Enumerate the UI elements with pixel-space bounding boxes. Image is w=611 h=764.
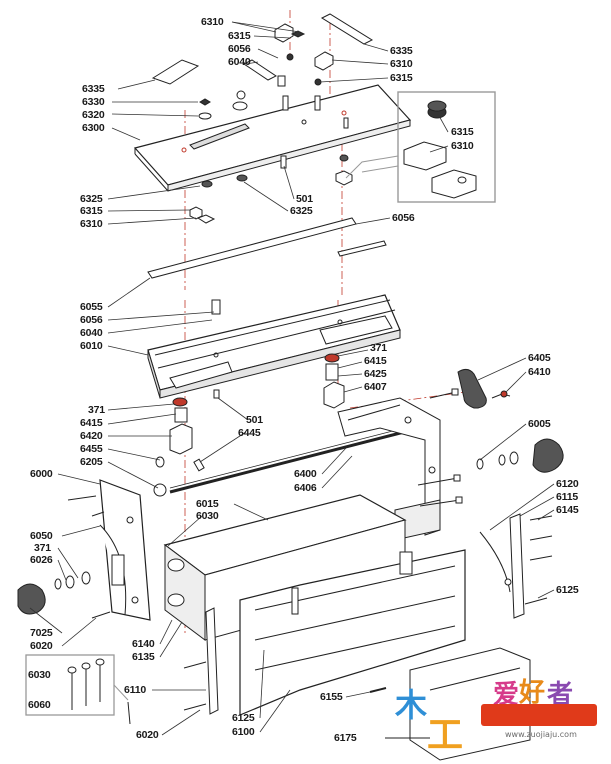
plate-6055 [147,217,357,279]
label-6320: 6320 [82,109,105,121]
label-6030-mid: 6030 [196,510,219,522]
label-6055: 6055 [80,301,103,313]
label-6455: 6455 [80,443,103,455]
fence-6010 [147,294,401,399]
label-6020-bottom: 6020 [136,729,159,741]
label-6125-bottom: 6125 [232,712,255,724]
label-6115: 6115 [556,491,578,503]
watermark-char-4: 好 [519,678,546,708]
screw-6155 [369,687,387,693]
label-6145: 6145 [556,504,579,516]
label-6415-left: 6415 [80,417,103,429]
label-6310-right: 6310 [390,58,413,70]
lever-6405 [457,368,511,409]
knob-7025 [17,571,91,615]
label-6310-top: 6310 [201,16,224,28]
end-plate-left [99,479,151,621]
label-6420: 6420 [80,430,103,442]
label-6140: 6140 [132,638,155,650]
label-6315-inset: 6315 [451,126,474,138]
bracket-6120 [479,513,525,619]
label-6040-top: 6040 [228,56,251,68]
strip-6335-left [151,59,200,85]
label-6026: 6026 [30,554,53,566]
label-371-right: 371 [370,342,387,354]
label-6406: 6406 [294,482,317,494]
label-6310-left: 6310 [80,218,103,230]
label-6300: 6300 [82,122,105,134]
watermark: 木 工 爱 好 者 www.zuojiaju.com [395,672,611,764]
label-6020-left: 6020 [30,640,53,652]
label-6010: 6010 [80,340,103,352]
label-6205: 6205 [80,456,103,468]
watermark-char-2: 工 [427,715,464,756]
label-6325-center: 6325 [290,205,313,217]
leader-lines [29,21,555,736]
label-371-left: 371 [88,404,105,416]
label-6335-left: 6335 [82,83,105,95]
label-6120: 6120 [556,478,579,490]
label-6056-right: 6056 [392,212,415,224]
label-6175: 6175 [334,732,357,744]
label-6425: 6425 [364,368,387,380]
label-501-mid: 501 [246,414,263,426]
label-6100: 6100 [232,726,255,738]
knob-6005 [476,438,564,473]
base-6100 [239,549,466,716]
label-6060: 6060 [28,699,51,711]
watermark-banner [481,704,597,726]
label-6405: 6405 [528,352,551,364]
table-top-6300 [133,84,412,192]
screws-left [67,495,111,619]
label-6410: 6410 [528,366,551,378]
label-6400: 6400 [294,468,317,480]
label-6445: 6445 [238,427,261,439]
label-6015: 6015 [196,498,219,510]
side-bar-6110 [183,607,219,715]
rod-6400 [169,423,421,494]
label-6005: 6005 [528,418,551,430]
left-hardware [153,389,220,497]
label-501-top: 501 [296,193,313,205]
strip-6056-right [337,240,387,257]
screws-right [417,388,553,605]
top-hardware [189,23,353,224]
right-hardware [323,353,345,409]
label-6050: 6050 [30,530,53,542]
label-6155: 6155 [320,691,343,703]
label-6325-left: 6325 [80,193,103,205]
label-371-bottom: 371 [34,542,51,554]
label-6315-right: 6315 [390,72,413,84]
label-6056-top: 6056 [228,43,251,55]
label-6330: 6330 [82,96,105,108]
label-6335-top-right: 6335 [390,45,413,57]
label-6310-inset: 6310 [451,140,474,152]
label-6000: 6000 [30,468,53,480]
label-6407: 6407 [364,381,387,393]
label-6315-top: 6315 [228,30,251,42]
label-6110: 6110 [124,684,146,696]
strip-6040 [243,59,277,81]
label-6040-mid: 6040 [80,327,103,339]
label-6125-right: 6125 [556,584,579,596]
bottom-right-housing [409,647,531,761]
screw-set-box [25,654,131,725]
label-6030-box: 6030 [28,669,51,681]
watermark-char-1: 木 [395,686,428,724]
strip-6335-top-right [320,13,374,45]
label-6056-mid: 6056 [80,314,103,326]
label-6415-right: 6415 [364,355,387,367]
label-6135: 6135 [132,651,155,663]
label-7025: 7025 [30,627,53,639]
watermark-url: www.zuojiaju.com [505,730,577,739]
label-6315-left: 6315 [80,205,103,217]
inset-detail-box [345,91,496,203]
